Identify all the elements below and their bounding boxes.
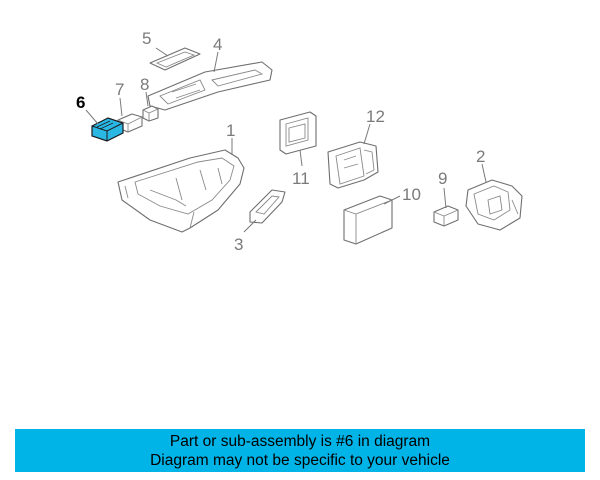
- callout-4: 4: [213, 35, 222, 54]
- callout-2: 2: [476, 147, 485, 166]
- callout-11: 11: [292, 169, 310, 188]
- caption-line-2: Diagram may not be specific to your vehi…: [150, 451, 450, 469]
- callout-6: 6: [76, 93, 85, 112]
- callout-12: 12: [366, 107, 385, 126]
- part-3-trim-panel: [249, 189, 286, 224]
- caption-banner: Part or sub-assembly is #6 in diagram Di…: [15, 429, 585, 472]
- parts-diagram: 5 4 7 8 6 1 3 11 12 10 9 2: [76, 29, 523, 254]
- part-11-module: [279, 111, 317, 155]
- part-5-cover: [149, 47, 201, 71]
- callout-8: 8: [140, 75, 149, 94]
- part-8-switch: [142, 105, 159, 122]
- callout-10: 10: [402, 185, 421, 204]
- callout-1: 1: [226, 121, 235, 140]
- callout-5: 5: [142, 29, 151, 48]
- part-1-console-housing: [117, 149, 245, 233]
- part-6-highlighted: [91, 117, 124, 142]
- part-9-connector: [433, 205, 459, 227]
- part-2-housing: [465, 179, 523, 231]
- callout-7: 7: [115, 80, 124, 99]
- callout-3: 3: [234, 235, 243, 254]
- callout-9: 9: [438, 169, 447, 188]
- part-10-control-module: [343, 195, 393, 245]
- leader-lines: [85, 47, 487, 233]
- caption-line-1: Part or sub-assembly is #6 in diagram: [169, 432, 431, 450]
- part-12-bracket: [327, 141, 379, 189]
